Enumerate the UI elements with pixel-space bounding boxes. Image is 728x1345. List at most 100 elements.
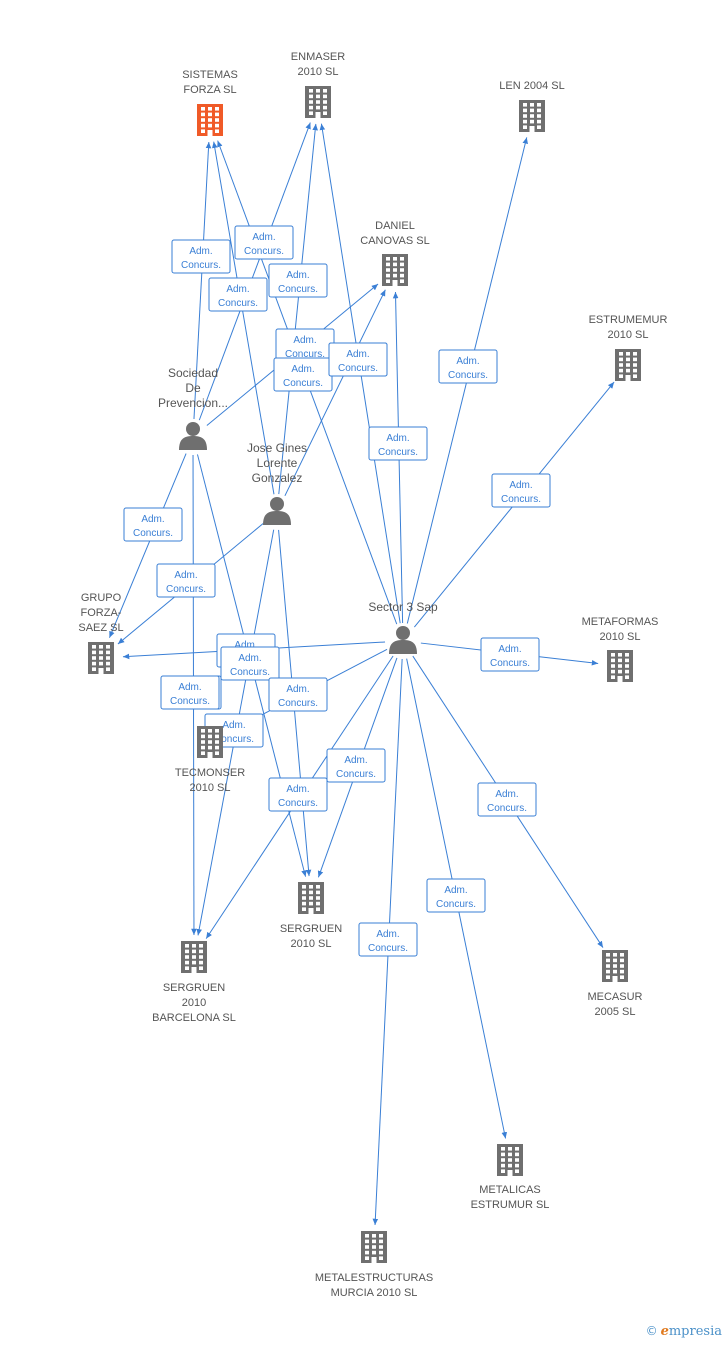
person-label: Jose Gines bbox=[247, 441, 307, 455]
relation-role: Adm. bbox=[509, 480, 532, 491]
building-icon bbox=[382, 254, 408, 286]
relation-label-sector-metalestructuras[interactable]: Adm. Concurs. bbox=[358, 922, 418, 957]
relation-role: Adm. bbox=[222, 720, 245, 731]
relation-role: Adm. bbox=[286, 684, 309, 695]
relation-status: Concurs. bbox=[181, 260, 221, 271]
company-node-mecasur[interactable]: MECASUR 2005 SL bbox=[587, 950, 643, 1018]
person-label: Prevencion... bbox=[158, 396, 228, 410]
edge-sociedad-enmaser bbox=[198, 122, 311, 421]
edge-sociedad-grupo bbox=[108, 453, 187, 638]
building-icon bbox=[519, 100, 545, 132]
relation-label-sociedad-grupo[interactable]: Adm.Concurs. bbox=[123, 507, 183, 542]
company-node-len[interactable]: LEN 2004 SL bbox=[499, 80, 565, 132]
person-node-sociedad[interactable]: SociedadDePrevencion... bbox=[158, 366, 228, 450]
relation-role: Adm. bbox=[178, 682, 201, 693]
person-icon bbox=[263, 497, 291, 525]
relation-label-sector-sergruenbcn[interactable]: Adm.Concurs. bbox=[268, 777, 328, 812]
relation-label-jose-daniel[interactable]: Adm.Concurs. bbox=[273, 357, 333, 392]
building-icon bbox=[298, 882, 324, 914]
company-label: LEN 2004 SL bbox=[499, 80, 564, 92]
company-label: MURCIA 2010 SL bbox=[331, 1287, 418, 1299]
company-node-sergruen[interactable]: SERGRUEN 2010 SL bbox=[280, 882, 342, 950]
relation-status: Concurs. bbox=[368, 943, 408, 954]
relation-label-sector-enmaser[interactable]: Adm.Concurs. bbox=[368, 426, 428, 461]
relation-role: Adm. bbox=[376, 929, 399, 940]
relation-role: Adm. bbox=[498, 644, 521, 655]
relation-label-sector-mecasur[interactable]: Adm.Concurs. bbox=[477, 782, 537, 817]
relation-label-sector-daniel[interactable]: Adm.Concurs. bbox=[328, 342, 388, 377]
company-label: FORZA- bbox=[81, 607, 122, 619]
relation-label-sociedad-sistemas[interactable]: Adm. Concurs. bbox=[171, 239, 231, 274]
relation-role: Adm. bbox=[252, 232, 275, 243]
relation-status: Concurs. bbox=[490, 658, 530, 669]
company-label: ENMASER bbox=[291, 51, 345, 63]
company-node-sistemas[interactable]: SISTEMAS FORZA SL bbox=[182, 69, 238, 136]
company-label: SERGRUEN bbox=[163, 982, 225, 994]
relation-label-sector-grupo[interactable]: Adm.Concurs. bbox=[160, 675, 220, 710]
brand-logo-initial: e bbox=[660, 1324, 669, 1339]
building-icon bbox=[88, 642, 114, 674]
relation-label-jose-sergruen[interactable]: Adm.Concurs. bbox=[220, 646, 280, 681]
relation-label-sector-estrumemur[interactable]: Adm.Concurs. bbox=[491, 473, 551, 508]
relation-role: Adm. bbox=[456, 356, 479, 367]
person-node-sector[interactable]: Sector 3 Sap bbox=[368, 600, 438, 654]
relation-role: Adm. bbox=[189, 246, 212, 257]
relation-role: Adm. bbox=[234, 640, 257, 651]
company-label: METAFORMAS bbox=[582, 616, 659, 628]
company-label: SAEZ SL bbox=[78, 622, 123, 634]
company-label: METALESTRUCTURAS bbox=[315, 1272, 433, 1284]
building-icon bbox=[607, 650, 633, 682]
person-label: Lorente bbox=[257, 456, 298, 470]
company-label: FORZA SL bbox=[183, 84, 236, 96]
relation-label-sector-sergruen[interactable]: Adm.Concurs. bbox=[326, 748, 386, 783]
company-label: 2010 SL bbox=[608, 329, 649, 341]
relation-status: Concurs. bbox=[244, 246, 284, 257]
company-label: 2010 SL bbox=[291, 938, 332, 950]
relation-status: Concurs. bbox=[166, 584, 206, 595]
company-label: MECASUR bbox=[587, 991, 642, 1003]
relation-label-sociedad-daniel[interactable]: Adm.Concurs. bbox=[275, 328, 335, 363]
company-label: SERGRUEN bbox=[280, 923, 342, 935]
relation-status: Concurs. bbox=[214, 734, 254, 745]
relation-role: Adm. bbox=[293, 335, 316, 346]
company-label: DANIEL bbox=[375, 220, 415, 232]
relation-label-sector-metalicas[interactable]: Adm.Concurs. bbox=[426, 878, 486, 913]
person-label: De bbox=[185, 381, 201, 395]
relation-status: Concurs. bbox=[436, 899, 476, 910]
person-label: Sector 3 Sap bbox=[368, 600, 438, 614]
company-node-metalestructuras[interactable]: METALESTRUCTURAS MURCIA 2010 SL bbox=[315, 1231, 433, 1299]
relation-status: Concurs. bbox=[133, 528, 173, 539]
company-label: 2010 bbox=[182, 997, 206, 1009]
relation-label-jose-grupo[interactable]: Adm.Concurs. bbox=[156, 563, 216, 598]
relation-status: Concurs. bbox=[487, 803, 527, 814]
relation-role: Adm. bbox=[286, 784, 309, 795]
company-label: SISTEMAS bbox=[182, 69, 238, 81]
relation-label-sector-metaformas[interactable]: Adm. Concurs. bbox=[480, 637, 540, 672]
person-icon bbox=[179, 422, 207, 450]
relation-label-sociedad-enmaser[interactable]: Adm. Concurs. bbox=[234, 225, 294, 260]
relation-labels-layer: Adm. Concurs. Adm. Concurs. Adm. Concurs. Adm.… bbox=[123, 225, 551, 957]
relation-role: Adm. bbox=[286, 270, 309, 281]
company-label: TECMONSER bbox=[175, 767, 245, 779]
edge-jose-enmaser bbox=[278, 123, 318, 495]
relation-status: Concurs. bbox=[278, 698, 318, 709]
building-icon bbox=[197, 104, 223, 136]
relation-label-sector-tecmonser[interactable]: Adm. Concurs. bbox=[268, 677, 328, 712]
relation-status: Concurs. bbox=[278, 284, 318, 295]
company-label: 2005 SL bbox=[595, 1006, 636, 1018]
relation-label-jose-enmaser[interactable]: Adm. Concurs. bbox=[268, 263, 328, 298]
brand-footer[interactable]: ©empresia bbox=[646, 1324, 722, 1339]
person-label: Sociedad bbox=[168, 366, 218, 380]
relation-label-jose-sistemas[interactable]: Adm.Concurs. bbox=[208, 277, 268, 312]
relation-label-sector-len[interactable]: Adm.Concurs. bbox=[438, 349, 498, 384]
